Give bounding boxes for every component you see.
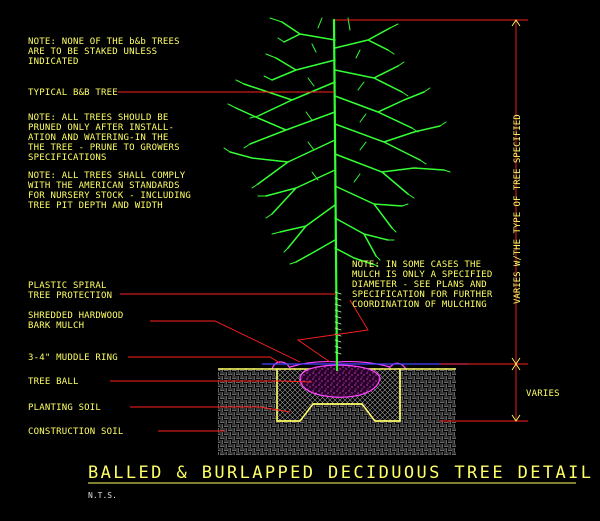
leader-tree-ball: [110, 380, 313, 383]
dimension-depth-text: VARIES: [526, 389, 560, 399]
label-tree-ball: TREE BALL: [28, 377, 79, 387]
label-planting-soil: PLANTING SOIL: [28, 403, 101, 413]
tree-trunk: [332, 18, 339, 372]
leader-muddle-ring: [128, 356, 281, 364]
spiral-tree-protection: [334, 291, 342, 355]
planting-soil-outline: [218, 368, 456, 422]
label-spiral-protection: PLASTIC SPIRAL TREE PROTECTION: [28, 281, 112, 301]
dimension-lines: [335, 19, 528, 422]
tree-branches-left: [229, 21, 336, 263]
label-construction-soil: CONSTRUCTION SOIL: [28, 427, 124, 437]
scale-note: N.T.S.: [88, 491, 117, 500]
deciduous-tree: [223, 17, 451, 372]
label-bark-mulch: SHREDDED HARDWOOD BARK MULCH: [28, 311, 129, 331]
tree-branches-right: [334, 27, 445, 265]
leader-lines: [110, 91, 369, 432]
note-standards: NOTE: ALL TREES SHALL COMPLY WITH THE AM…: [28, 171, 197, 211]
note-staking: NOTE: NONE OF THE b&b TREES ARE TO BE ST…: [28, 37, 185, 67]
tree-twigs: [223, 17, 451, 267]
note-pruning: NOTE: ALL TREES SHOULD BE PRUNED ONLY AF…: [28, 113, 185, 163]
tree-ball: [299, 364, 381, 398]
label-typical-tree: TYPICAL B&B TREE: [28, 88, 118, 98]
note-mulch: NOTE: IN SOME CASES THE MULCH IS ONLY A …: [352, 260, 498, 310]
leader-planting-soil: [130, 406, 291, 413]
label-muddle-ring: 3-4" MUDDLE RING: [28, 353, 118, 363]
drawing-title: BALLED & BURLAPPED DECIDUOUS TREE DETAIL: [88, 463, 593, 483]
soil-section: [218, 360, 468, 455]
leader-mulch: [150, 320, 301, 363]
dimension-height-text: VARIES W/THE TYPE OF TREE SPECIFIED: [513, 114, 523, 304]
leader-mulch-note: [296, 299, 369, 363]
